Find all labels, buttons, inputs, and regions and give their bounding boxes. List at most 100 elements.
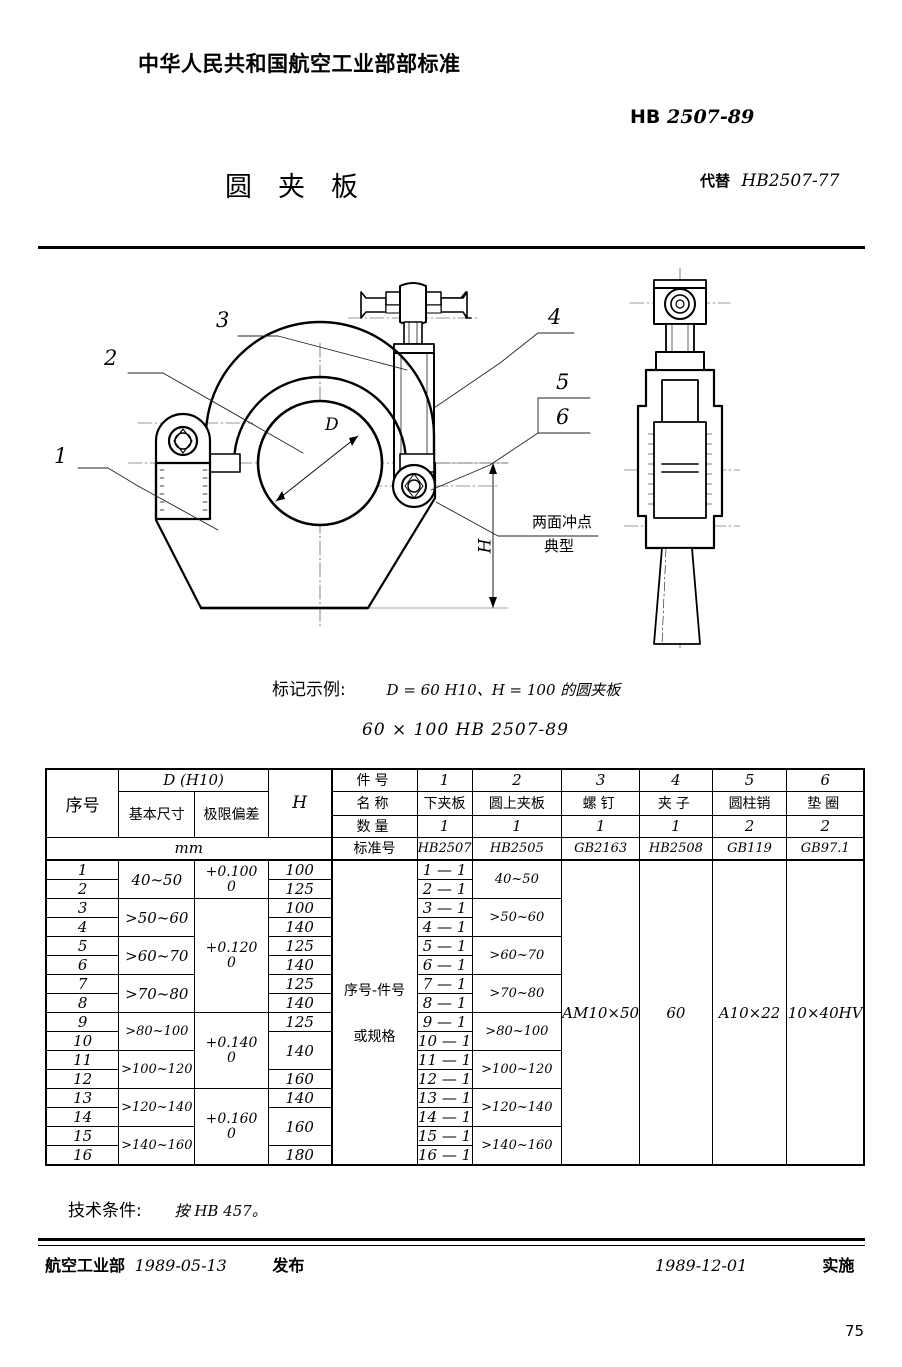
cell-h: 140 <box>267 955 333 975</box>
cell-d-basic: >70~80 <box>118 974 196 1013</box>
cell-d-basic: 40~50 <box>118 859 196 899</box>
cell-p2: >100~120 <box>471 1050 563 1089</box>
part-std-4: HB2508 <box>639 836 713 861</box>
cell-p1: 11 — 1 <box>416 1050 473 1070</box>
cell-d-basic: >50~60 <box>118 898 196 937</box>
tol-lower: 0 <box>227 878 236 895</box>
cell-p2: >140~160 <box>471 1126 563 1166</box>
cell-seq: 11 <box>45 1050 120 1070</box>
technical-conditions-label: 技术条件: <box>68 1201 142 1221</box>
cell-seq: 8 <box>45 993 120 1013</box>
th-d-basic: 基本尺寸 <box>118 790 196 838</box>
replaces-value: HB2507-77 <box>741 171 840 191</box>
tol-lower: 0 <box>227 1125 236 1142</box>
th-name: 名称 <box>330 790 418 816</box>
merged-note: 序号-件号 或规格 <box>330 859 418 1166</box>
footer-issue: 航空工业部 1989-05-13 发布 <box>45 1252 304 1276</box>
cell-col5: A10×22 <box>711 859 788 1166</box>
cell-p1: 15 — 1 <box>416 1126 473 1146</box>
cell-p1: 8 — 1 <box>416 993 473 1013</box>
marking-example: 标记示例: D = 60 H10、H = 100 的圆夹板 <box>272 675 620 700</box>
th-d-tol: 极限偏差 <box>194 790 269 838</box>
part-name-6: 垫圈 <box>786 790 865 816</box>
part-name-2: 圆上夹板 <box>471 790 563 816</box>
part-std-2: HB2505 <box>471 836 563 861</box>
part-qty-6: 2 <box>786 814 865 838</box>
cell-p1: 2 — 1 <box>416 879 473 899</box>
th-d-group: D (H10) <box>118 768 269 792</box>
table-row: 14 160 14 — 1 <box>45 1107 864 1146</box>
punch-note-line2: 典型 <box>544 537 575 555</box>
marking-example-spec: D = 60 H10、H = 100 的圆夹板 <box>386 681 621 699</box>
footer-divider-thick <box>38 1238 865 1241</box>
effective-label: 实施 <box>822 1256 855 1275</box>
tol-lower: 0 <box>227 954 236 971</box>
cell-h: 100 <box>267 859 333 880</box>
cell-p1: 3 — 1 <box>416 898 473 918</box>
part-std-6: GB97.1 <box>786 836 865 861</box>
diameter-label: D <box>325 415 339 435</box>
effective-date: 1989-12-01 <box>655 1256 748 1275</box>
part-qty-4: 1 <box>639 814 713 838</box>
assembly-drawing-svg <box>77 267 741 649</box>
tol-lower: 0 <box>227 1049 236 1066</box>
issue-date: 1989-05-13 <box>134 1256 227 1275</box>
table-row: 15 >140~160 15 — 1 >140~160 <box>45 1126 864 1166</box>
cell-p2: >80~100 <box>471 1012 563 1051</box>
part-no-3: 3 <box>561 768 641 792</box>
part-no-6: 6 <box>786 768 865 792</box>
cell-seq: 14 <box>45 1107 120 1127</box>
cell-p1: 16 — 1 <box>416 1145 473 1166</box>
issuing-ministry: 航空工业部 <box>45 1256 126 1275</box>
tol-upper: +0.140 <box>205 1034 258 1051</box>
cell-seq: 7 <box>45 974 120 994</box>
part-qty-5: 2 <box>711 814 788 838</box>
cell-seq: 2 <box>45 879 120 899</box>
cell-d-basic: >120~140 <box>118 1088 196 1127</box>
cell-h: 140 <box>267 993 333 1013</box>
cell-d-basic: >60~70 <box>118 936 196 975</box>
cell-seq: 3 <box>45 898 120 918</box>
standard-number: HB 2507-89 <box>630 106 754 128</box>
table-row: 1 40~50 +0.100 0 100 序号-件号 或规格 1 — 1 40~… <box>45 859 865 1166</box>
cell-seq: 10 <box>45 1031 120 1051</box>
cell-p1: 13 — 1 <box>416 1088 473 1108</box>
issue-label: 发布 <box>272 1256 305 1275</box>
height-label: H <box>475 538 496 554</box>
technical-conditions: 技术条件: 按 HB 457。 <box>68 1196 267 1221</box>
replaces-note: 代替 HB2507-77 <box>700 170 839 191</box>
table-row: 11 >100~120 11 — 1 >100~120 <box>45 1050 864 1089</box>
callout-4: 4 <box>548 305 562 329</box>
technical-conditions-value: 按 HB 457。 <box>174 1202 267 1220</box>
organization-title: 中华人民共和国航空工业部部标准 <box>138 52 461 76</box>
cell-h: 140 <box>267 1031 333 1070</box>
th-qty: 数量 <box>330 814 418 838</box>
th-h: H <box>267 768 333 838</box>
cell-h: 125 <box>267 1012 333 1032</box>
callout-5: 5 <box>556 370 570 394</box>
cell-p1: 4 — 1 <box>416 917 473 937</box>
specification-table-wrapper: 序号 D (H10) H 件号 1 2 3 4 5 6 基本尺寸 极限偏差 名称… <box>45 768 865 1166</box>
table-row: 3 >50~60 +0.120 0 100 3 — 1 >50~60 <box>45 898 864 1013</box>
punch-note-line1: 两面冲点 <box>532 513 593 531</box>
cell-p1: 9 — 1 <box>416 1012 473 1032</box>
table-row: 16 180 16 — 1 <box>45 1145 864 1166</box>
cell-seq: 9 <box>45 1012 120 1032</box>
cell-p1: 1 — 1 <box>416 859 473 880</box>
part-no-1: 1 <box>416 768 473 792</box>
cell-p2: >50~60 <box>471 898 563 937</box>
table-row: 5 >60~70 125 5 — 1 >60~70 <box>45 936 864 975</box>
th-std-no: 标准号 <box>330 836 418 861</box>
cell-p1: 5 — 1 <box>416 936 473 956</box>
merged-note-line2: 或规格 <box>353 1028 396 1045</box>
cell-col6: 10×40HV <box>786 859 865 1166</box>
part-name-1: 下夹板 <box>416 790 473 816</box>
cell-h: 140 <box>267 917 333 937</box>
cell-p1: 10 — 1 <box>416 1031 473 1051</box>
technical-drawing: 1 2 3 4 5 6 D H 两面冲点 典型 <box>38 258 865 658</box>
th-seq: 序号 <box>45 768 120 838</box>
cell-d-basic: >140~160 <box>118 1126 196 1166</box>
cell-p1: 12 — 1 <box>416 1069 473 1089</box>
cell-d-tol: +0.120 0 <box>194 898 269 1013</box>
